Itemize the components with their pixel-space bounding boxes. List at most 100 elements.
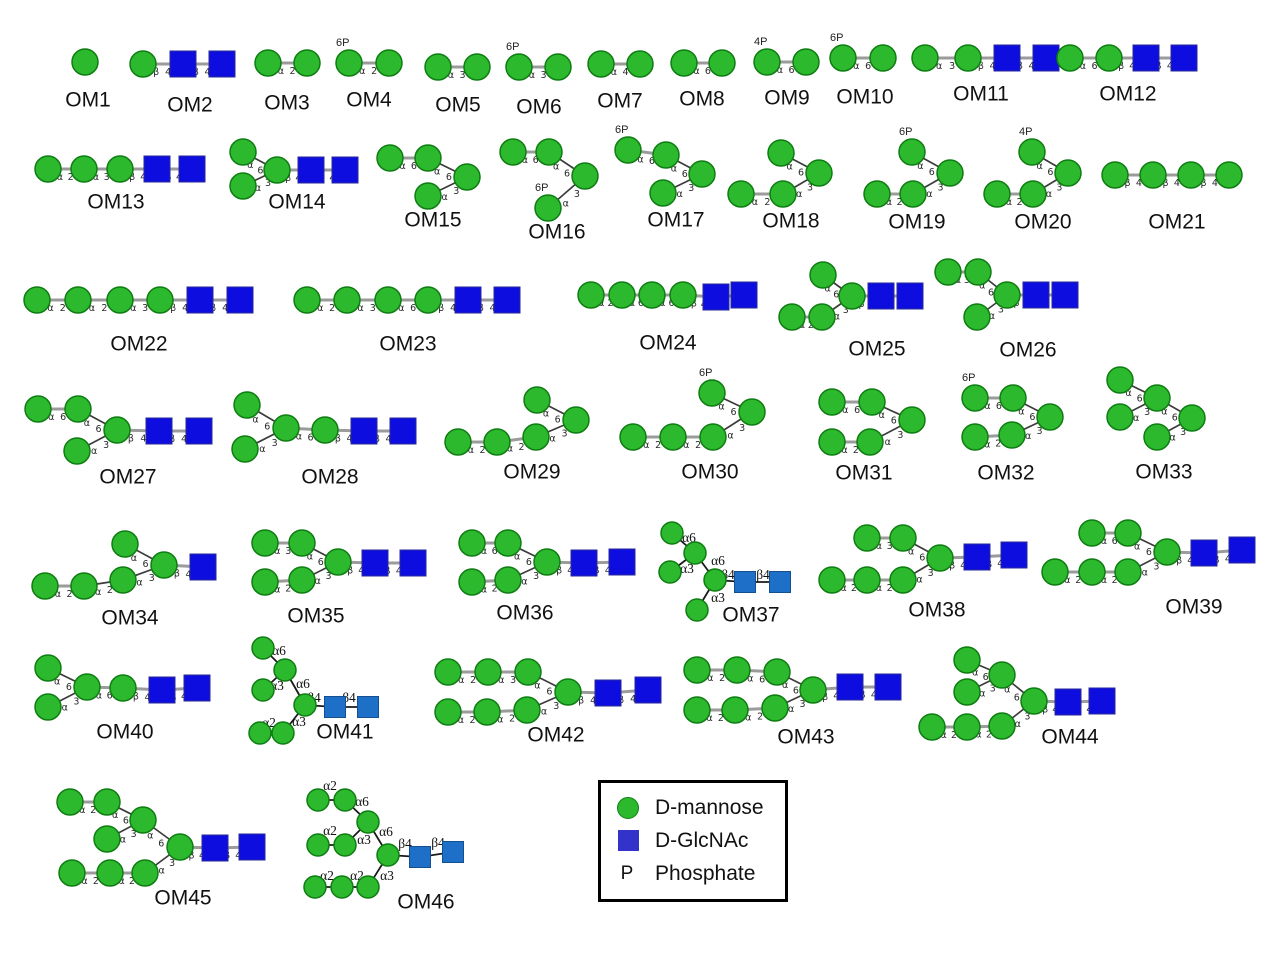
mannose-node [522,423,550,451]
linkage-position-label: 6 [60,412,66,423]
linkage-position-label: 4 [165,67,171,78]
mannose-node [109,566,137,594]
glcnac-square-icon [617,830,639,852]
mannose-node [458,529,486,557]
linkage-position-label: 3 [541,70,547,81]
phosphate-label: 6P [535,182,548,194]
linkage-position-label: 3 [574,189,580,200]
mannose-node [993,281,1021,309]
mannose-node [761,694,789,722]
mannose-node [778,303,806,331]
mannose-node [767,139,795,167]
glycan-structure-om24: α2α6α6β4β4OM24 [577,281,758,355]
mannose-node [109,674,137,702]
linkage-position-label: 2 [67,589,73,600]
mannose-node [523,386,551,414]
linkage-position-label: 6 [865,61,871,72]
glycan-structure-om25: α6α2α3β4β4OM25 [778,261,924,361]
linkage-position-label: 6 [988,288,994,299]
linkage-anomeric-label: α [1064,575,1070,586]
linkage-position-label: 2 [695,440,701,451]
glcnac-node [201,834,229,862]
linkage-anomeric-label: α [853,61,859,72]
linkage-anomeric-label: α [317,303,323,314]
glcnac-node [357,696,379,718]
glycan-structure-om23: α2α3α6β4β4OM23 [293,286,521,356]
glycan-structure-om40: α6α3α6β4β4OM40 [34,654,211,744]
linkage-anomeric-label: α [57,172,63,183]
linkage-position-label: 6 [759,674,765,685]
linkage-position-label: 2 [60,303,66,314]
linkage-anomeric-label: α [147,830,153,841]
linkage-position-label: 3 [142,303,148,314]
linkage-position-label: 2 [1075,575,1081,586]
linkage-anomeric-label: α [398,303,404,314]
linkage-position-label: 2 [655,440,661,451]
linkage-label: α3 [711,590,725,605]
linkage-anomeric-label: α [926,189,932,200]
linkage-anomeric-label: α [130,303,136,314]
mannose-node [1143,384,1171,412]
mannose-node [505,53,533,81]
linkage-position-label: 4 [1029,61,1035,72]
linkage-anomeric-label: α [718,401,724,412]
linkage-position-label: 2 [492,584,498,595]
phosphate-label: 6P [962,372,975,384]
linkage-position-label: 3 [928,568,934,579]
linkage-anomeric-label: α [1004,685,1010,696]
mannose-node [166,833,194,861]
linkage-position-label: 6 [123,815,129,826]
glcnac-node [238,833,266,861]
structure-name: OM20 [1014,211,1071,234]
linkage-position-label: 6 [833,290,839,301]
linkage-anomeric-label: α [842,405,848,416]
mannose-node [727,180,755,208]
glycan-structure-om35: α3α6α2α3β4β4OM35 [251,529,427,628]
glcnac-node [169,50,197,78]
linkage-anomeric-label: α [788,704,794,715]
phosphate-label: 6P [336,37,349,49]
linkage-position-label: 4 [871,690,877,701]
mannose-node [818,388,846,416]
linkage-label: α2 [323,823,337,838]
glycan-structure-om12: α6β4β4OM12 [1056,44,1198,106]
mannose-node [954,44,982,72]
mannose-node [64,395,92,423]
linkage-position-label: 3 [1144,407,1150,418]
linkage-anomeric-label: α [498,675,504,686]
linkage-anomeric-label: β [347,565,353,576]
linkage-position-label: 2 [718,713,724,724]
mannose-node [271,721,295,745]
mannose-node [513,696,541,724]
linkage-anomeric-label: α [96,690,102,701]
structure-name: OM30 [681,461,738,484]
mannose-node [1041,558,1069,586]
linkage-position-label: 6 [411,161,417,172]
mannose-node [587,50,615,78]
linkage-position-label: 3 [949,61,955,72]
linkage-position-label: 4 [347,434,353,445]
linkage-position-label: 6 [66,682,72,693]
linkage-anomeric-label: α [553,161,559,172]
linkage-anomeric-label: α [95,587,101,598]
mannose-node [376,144,404,172]
mannose-node [111,530,139,558]
linkage-position-label: 6 [1137,393,1143,404]
structure-name: OM3 [264,92,310,115]
linkage-anomeric-label: β [1042,704,1048,715]
mannose-node [535,138,563,166]
structure-name: OM11 [953,83,1009,106]
linkage-anomeric-label: α [676,189,682,200]
linkage-anomeric-label: α [278,66,284,77]
linkage-anomeric-label: β [1176,555,1182,566]
linkage-anomeric-label: α [468,445,474,456]
linkage-anomeric-label: α [91,446,97,457]
glycan-structure-om42: α2α3α6α2α2α3β4β4OM42 [434,658,662,747]
glcnac-node [331,156,359,184]
linkage-label: α6 [379,824,393,839]
